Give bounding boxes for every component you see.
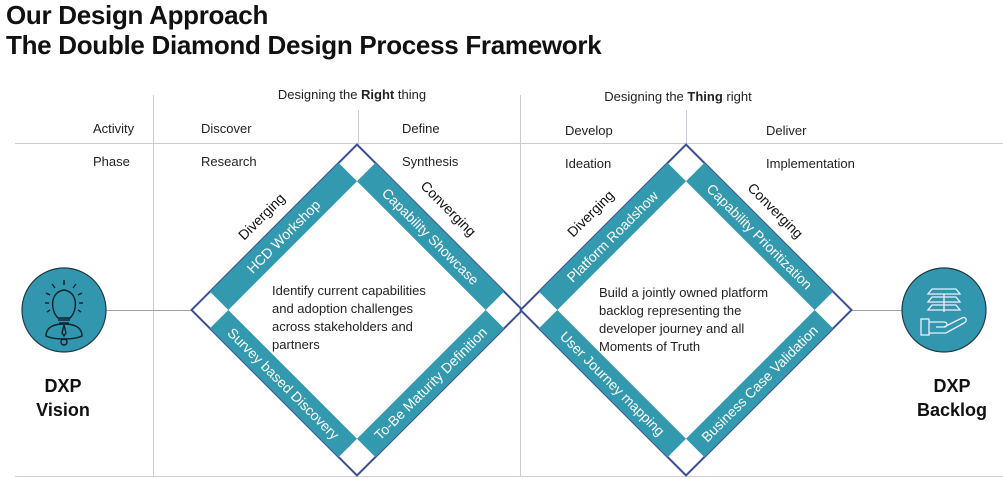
band-lower-right: [357, 310, 505, 458]
row-label-phase: Phase: [93, 154, 130, 169]
end-label-line: DXP: [933, 376, 971, 396]
band-upper-left: [538, 162, 686, 310]
grid-lines: [15, 95, 1003, 477]
lightbulb-person-icon: [21, 267, 107, 353]
band-lower-right: [686, 310, 834, 458]
start-label: DXP Vision: [36, 374, 90, 422]
title-line-2: The Double Diamond Design Process Framew…: [6, 30, 602, 60]
activity-develop: Develop: [565, 123, 613, 138]
header-text: Designing the: [277, 87, 362, 102]
phase-implementation: Implementation: [766, 156, 855, 171]
diamond-outline: [190, 143, 524, 477]
header-designing-thing-right: Designing the Thing right: [604, 89, 751, 104]
activity-deliver: Deliver: [766, 123, 807, 138]
row-label-activity: Activity: [93, 121, 135, 136]
title-line-1: Our Design Approach: [6, 0, 269, 30]
end-label-line: Backlog: [916, 400, 988, 420]
header-designing-right-thing: Designing the Right thing: [278, 87, 426, 102]
header-emphasis: Thing: [687, 89, 723, 104]
start-label-line: DXP: [44, 376, 82, 396]
band-lower-left: [209, 310, 357, 458]
phase-synthesis: Synthesis: [402, 154, 459, 169]
diamond-outline: [519, 143, 853, 477]
phase-research: Research: [201, 154, 257, 169]
activity-discover: Discover: [201, 121, 252, 136]
header-text: right: [722, 89, 752, 104]
backlog-hand-icon: [901, 267, 987, 353]
band-upper-right: [686, 162, 834, 310]
header-text: Designing the: [604, 89, 688, 104]
band-upper-right: [357, 162, 505, 310]
header-emphasis: Right: [361, 87, 395, 102]
end-label: DXP Backlog: [917, 374, 987, 422]
diamond-2-description: Build a jointly owned platform backlog r…: [599, 285, 769, 354]
start-label-line: Vision: [36, 400, 90, 420]
diamond-1-description: Identify current capabilities and adopti…: [272, 283, 426, 352]
band-upper-left: [209, 162, 357, 310]
band-lower-left: [538, 310, 686, 458]
activity-define: Define: [402, 121, 440, 136]
header-text: thing: [394, 87, 427, 102]
phase-ideation: Ideation: [565, 156, 612, 171]
